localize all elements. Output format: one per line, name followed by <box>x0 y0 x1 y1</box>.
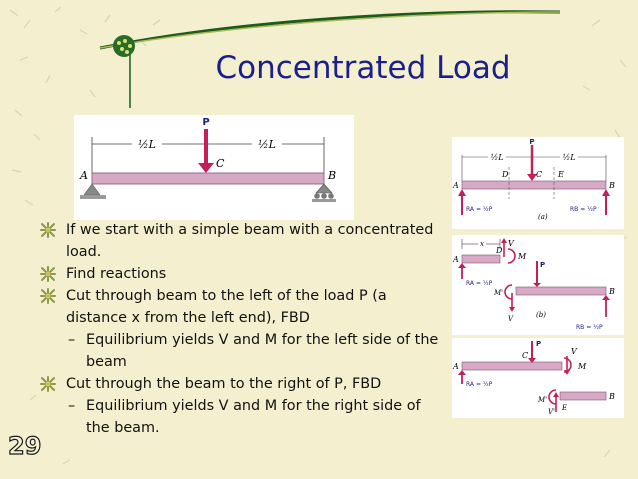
point-label-e: E <box>557 170 564 179</box>
fbd-figure-b: x A D V M P V M' B RA = ½P RB = ½P (b) <box>452 235 624 335</box>
shear-label-c: V <box>571 347 578 356</box>
point-label-b: B <box>608 181 615 190</box>
reaction-arrow-left-a <box>458 189 466 196</box>
moment-label-b: M <box>517 252 527 261</box>
load-label-c: P <box>536 340 541 348</box>
moment-label-c2: M' <box>537 396 547 404</box>
load-arrow <box>198 163 214 173</box>
load-arrow-c <box>528 358 536 363</box>
reaction-right-label-a: RB = ½P <box>570 206 597 213</box>
point-label-e-c: E <box>561 404 567 412</box>
bullet-item: Find reactions <box>40 263 440 285</box>
center-label: C <box>216 157 225 170</box>
point-label-b-c: B <box>608 392 615 401</box>
beam-c-left <box>461 361 563 371</box>
point-label-d-b: D <box>495 246 503 255</box>
bullet-text: If we start with a simple beam with a co… <box>66 222 434 260</box>
caption-a: (a) <box>538 213 548 221</box>
span-left-label: ½L <box>490 153 503 162</box>
sub-bullet-item: – Equilibrium yields V and M for the lef… <box>40 329 440 373</box>
shear-arrow-b <box>501 238 507 243</box>
slide-title: Concentrated Load <box>215 50 511 86</box>
beam-a <box>461 180 607 190</box>
half-span-right-label: ½L <box>258 138 276 151</box>
bullet-marker-icon <box>40 222 56 238</box>
reaction-left-label-a: RA = ½P <box>466 206 493 213</box>
reaction-arrow-left-b <box>458 263 466 268</box>
title-decoration <box>99 10 561 108</box>
sub-bullet-dash: – <box>68 398 76 414</box>
main-beam-figure: ½L ½L P C A B <box>74 115 354 220</box>
point-label-b-b: B <box>608 287 615 296</box>
dist-label: x <box>480 240 484 248</box>
moment-label-b2: M' <box>493 289 503 297</box>
load-arrow-b <box>533 283 541 287</box>
beam-b-left <box>461 254 501 264</box>
bullet-marker-icon <box>40 288 56 304</box>
shear-label-b: V <box>508 239 515 248</box>
roller-support <box>315 183 333 194</box>
shear-label-b2: V <box>508 315 514 323</box>
beam-b-right <box>515 286 607 296</box>
reaction-arrow-right-a <box>602 189 610 196</box>
moment-arrow-b <box>507 248 516 264</box>
caption-b: (b) <box>536 311 546 319</box>
point-a-label: A <box>79 169 88 182</box>
reaction-arrow-right-b <box>602 295 610 300</box>
point-label-c: C <box>536 170 542 179</box>
point-b-label: B <box>327 169 336 182</box>
reaction-arrow-left-c <box>458 370 466 375</box>
moment-arrow-c <box>563 357 572 373</box>
load-label: P <box>202 117 209 128</box>
shear-arrow-c2 <box>553 392 559 397</box>
point-label-a-b: A <box>452 255 459 264</box>
sub-bullet-dash: – <box>68 332 76 348</box>
bullet-text: Cut through the beam to the right of P, … <box>66 376 382 392</box>
reaction-left-label-b: RA = ½P <box>466 280 493 287</box>
bullet-list: If we start with a simple beam with a co… <box>40 219 440 439</box>
point-label-c-c: C <box>522 351 528 360</box>
beam <box>91 172 325 185</box>
reaction-right-label-b: RB = ½P <box>576 324 603 331</box>
half-span-left-label: ½L <box>138 138 156 151</box>
point-label-a-c: A <box>452 362 459 371</box>
bullet-text: Equilibrium yields V and M for the right… <box>86 398 421 436</box>
sub-bullet-item: – Equilibrium yields V and M for the rig… <box>40 395 440 439</box>
span-right-label: ½L <box>562 153 575 162</box>
reaction-left-label-c: RA = ½P <box>466 381 493 388</box>
bullet-item: If we start with a simple beam with a co… <box>40 219 440 263</box>
shear-label-c2: V' <box>548 408 555 416</box>
beam-c-right <box>559 391 607 401</box>
slide-number: 29 <box>7 431 42 460</box>
moment-label-c: M <box>577 362 587 371</box>
point-label-a: A <box>452 181 459 190</box>
load-arrow-a <box>527 174 537 181</box>
fbd-figure-a: ½L ½L P A D C E B RA = ½P RB = ½P (a) <box>452 137 624 229</box>
moment-arrow-c2 <box>548 389 557 405</box>
bullet-text: Cut through beam to the left of the load… <box>66 288 387 326</box>
fbd-figure-c: A P C V M RA = ½P B E V' M' <box>452 338 624 418</box>
load-label-a: P <box>529 138 534 146</box>
bullet-text: Find reactions <box>66 266 167 282</box>
load-label-b: P <box>540 261 545 269</box>
point-label-d: D <box>501 170 509 179</box>
bullet-item: Cut through beam to the left of the load… <box>40 285 440 329</box>
moment-arrow-b2 <box>504 284 513 300</box>
bullet-item: Cut through the beam to the right of P, … <box>40 373 440 395</box>
bullet-marker-icon <box>40 266 56 282</box>
bullet-text: Equilibrium yields V and M for the left … <box>86 332 439 370</box>
shear-arrow-b2 <box>509 307 515 312</box>
bullet-marker-icon <box>40 376 56 392</box>
